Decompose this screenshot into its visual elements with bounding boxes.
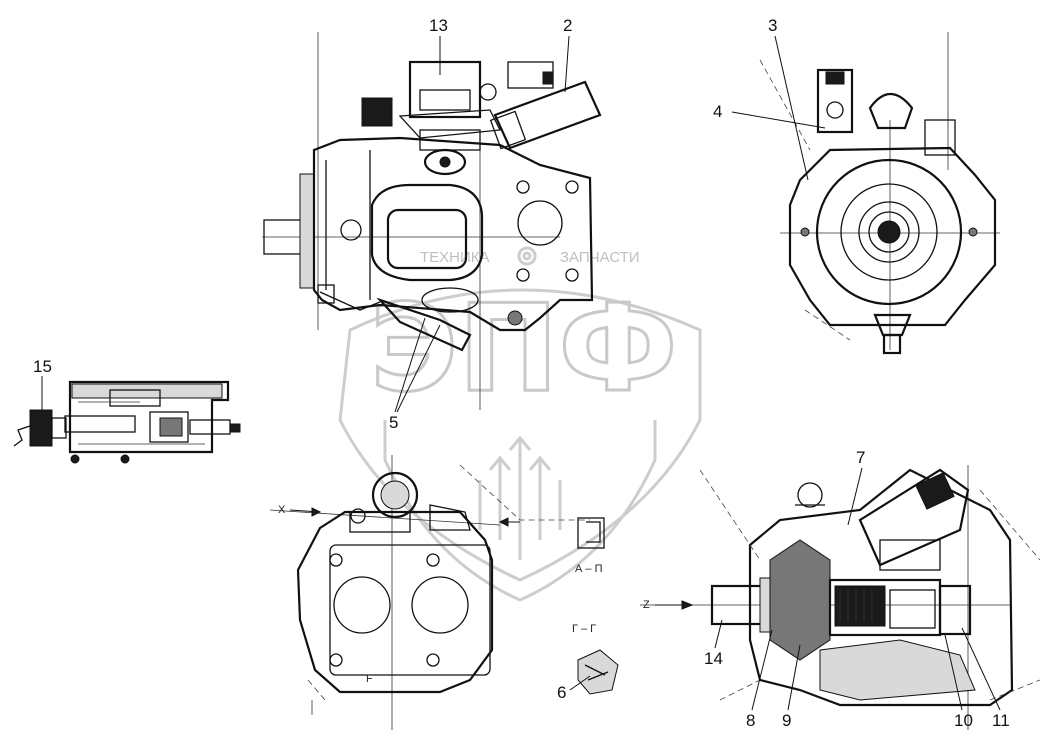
callout-8: 8 xyxy=(746,629,773,730)
callout-14-label: 14 xyxy=(704,649,723,668)
gear-icon xyxy=(517,246,537,266)
callout-11: 11 xyxy=(961,627,1010,730)
callout-5: 5 xyxy=(389,317,441,432)
pump-front-view xyxy=(759,32,1000,355)
watermark-logo-text: ЭПФ xyxy=(370,280,678,419)
pump-cutaway-view xyxy=(640,465,1041,730)
valve-section-view xyxy=(13,380,241,464)
pump-end-view xyxy=(269,455,590,730)
callout-3-label: 3 xyxy=(768,16,777,35)
piston-stripes xyxy=(839,590,873,622)
callout-3: 3 xyxy=(768,16,809,181)
callout-15: 15 xyxy=(33,357,52,412)
callout-10: 10 xyxy=(944,634,973,730)
callout-7: 7 xyxy=(847,448,865,526)
callout-13-label: 13 xyxy=(429,16,448,35)
callout-4: 4 xyxy=(713,102,826,129)
section-g-detail: Г – Г xyxy=(572,623,619,695)
pump-side-view xyxy=(262,32,602,410)
callout-13: 13 xyxy=(429,16,448,75)
callout-15-label: 15 xyxy=(33,357,52,376)
callout-5-label: 5 xyxy=(389,413,398,432)
watermark-wheat-icon xyxy=(478,435,562,560)
callout-4-label: 4 xyxy=(713,102,722,121)
section-a-detail: А – П xyxy=(575,517,605,575)
callout-6: 6 xyxy=(557,675,591,702)
callout-11-label: 11 xyxy=(992,711,1010,730)
arrow-x-label: X xyxy=(278,504,286,516)
callout-14: 14 xyxy=(704,619,723,668)
callout-2-label: 2 xyxy=(563,16,572,35)
callout-6-label: 6 xyxy=(557,683,566,702)
arrow-z-label: Z xyxy=(643,599,650,611)
section-g-label: Г – Г xyxy=(572,623,596,635)
callout-9: 9 xyxy=(782,644,801,730)
callout-9-label: 9 xyxy=(782,711,791,730)
watermark-logo: ЭПФ ТЕХНИКА ЗАПЧАСТИ xyxy=(338,246,702,602)
callout-7-label: 7 xyxy=(856,448,865,467)
callout-2: 2 xyxy=(563,16,572,93)
section-a-label: А – П xyxy=(575,563,603,575)
watermark-right-word: ЗАПЧАСТИ xyxy=(560,249,640,266)
callout-8-label: 8 xyxy=(746,711,755,730)
mark-f-label: F xyxy=(366,673,373,685)
callout-10-label: 10 xyxy=(954,711,973,730)
watermark-left-word: ТЕХНИКА xyxy=(420,249,490,266)
